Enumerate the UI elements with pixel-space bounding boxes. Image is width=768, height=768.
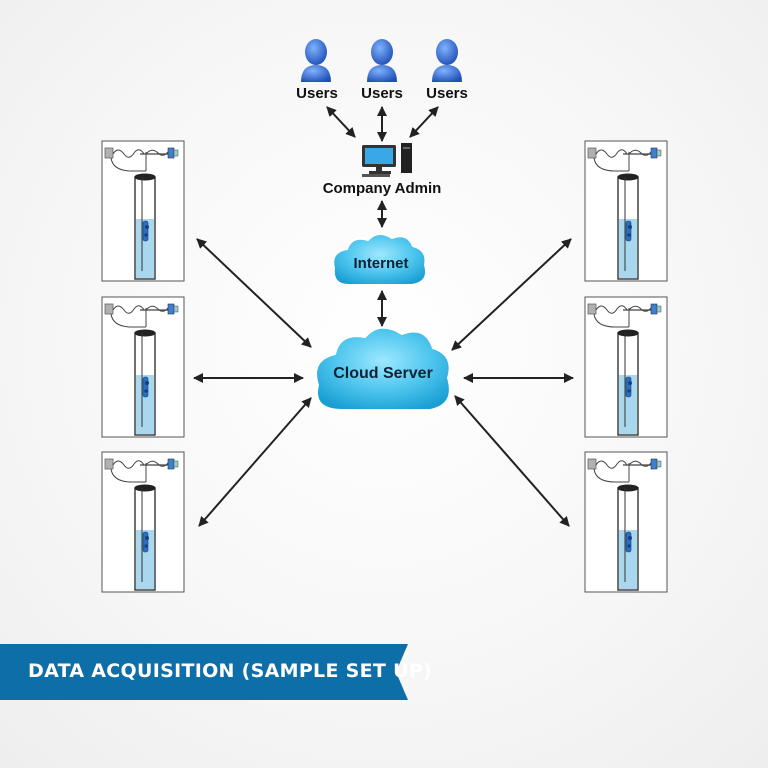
internet-label: Internet	[353, 255, 408, 272]
user-icon	[301, 39, 331, 82]
user-admin-arrow	[326, 106, 356, 138]
user-label: Users	[426, 85, 468, 102]
user-icon	[367, 39, 397, 82]
cloud-server	[315, 326, 451, 411]
sensor-station-left	[101, 451, 185, 593]
computer-icon	[362, 143, 412, 177]
sensor-station-right	[584, 296, 668, 438]
banner-title: DATA ACQUISITION (SAMPLE SET UP)	[28, 660, 433, 682]
title-banner	[0, 644, 408, 700]
station-server-arrow	[198, 397, 312, 527]
sensor-station-left	[101, 296, 185, 438]
station-server-arrow	[451, 238, 572, 351]
user-icon	[432, 39, 462, 82]
cloud-server-label: Cloud Server	[333, 365, 433, 382]
sensor-station-left	[101, 140, 185, 282]
user-label: Users	[296, 85, 338, 102]
internet-cloud	[332, 233, 428, 286]
user-admin-arrow	[409, 106, 439, 138]
user-label: Users	[361, 85, 403, 102]
station-server-arrow	[454, 395, 570, 527]
sensor-station-right	[584, 140, 668, 282]
admin-label: Company Admin	[323, 180, 442, 197]
station-server-arrow	[196, 238, 312, 348]
sensor-station-right	[584, 451, 668, 593]
